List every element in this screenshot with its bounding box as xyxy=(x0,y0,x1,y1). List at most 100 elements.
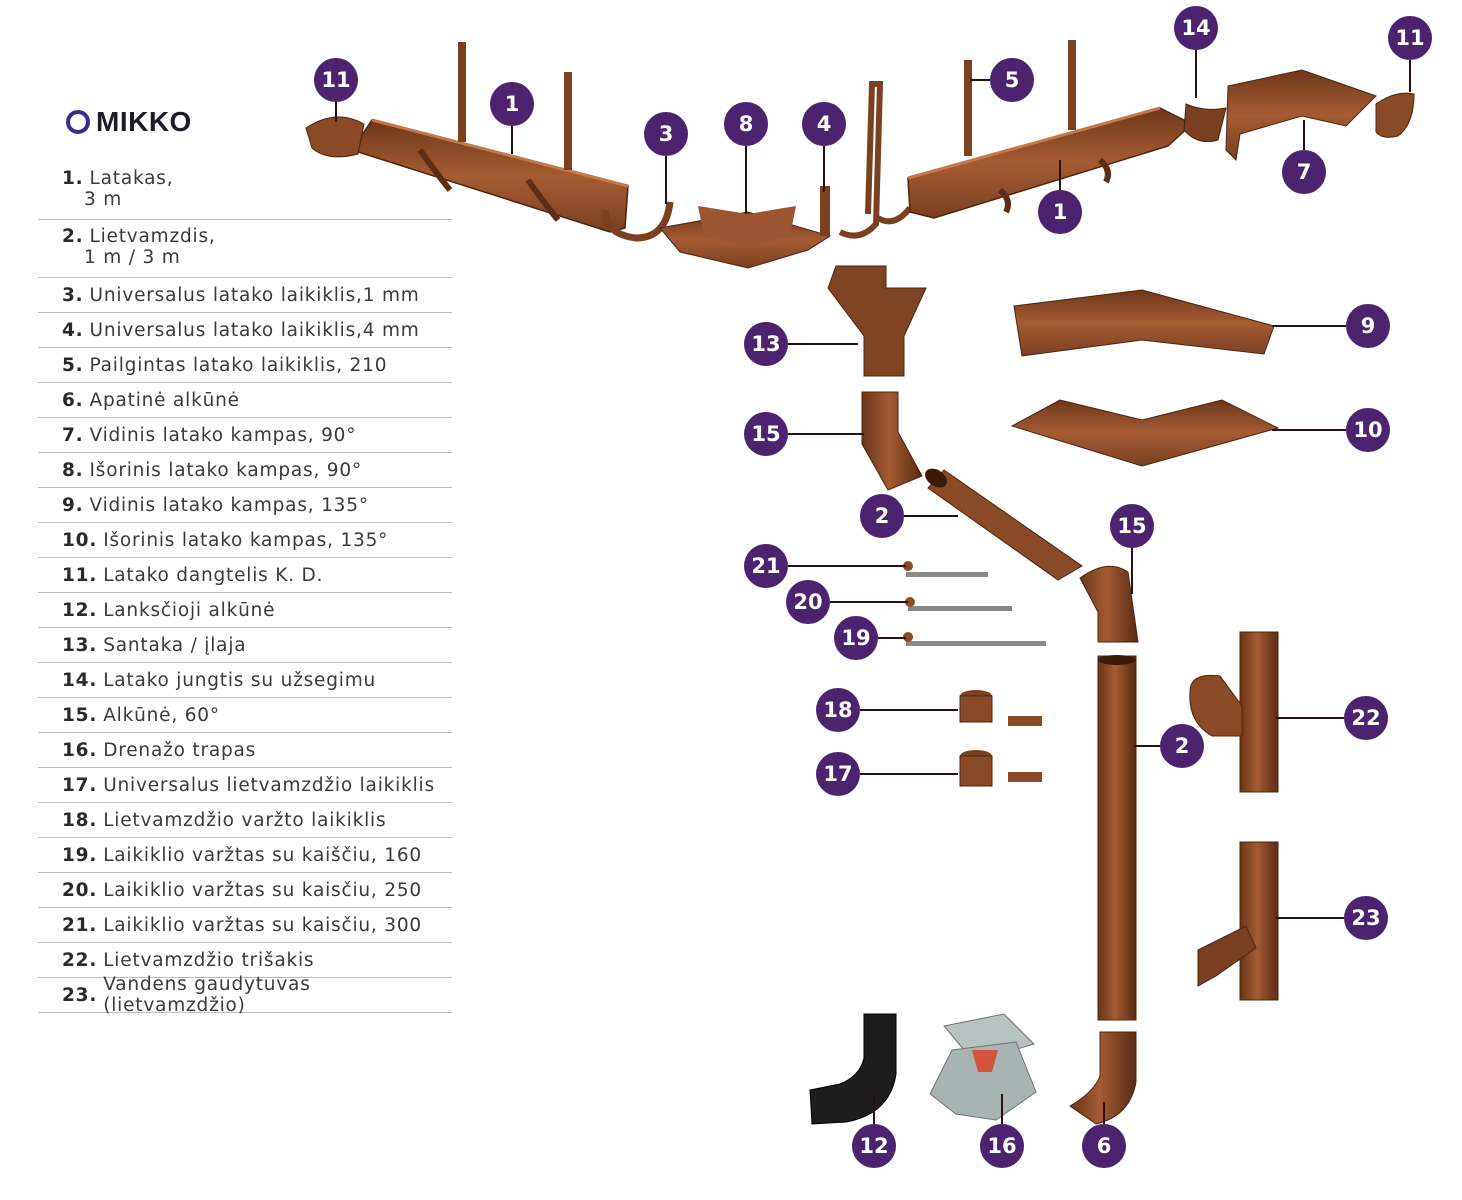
svg-text:11: 11 xyxy=(321,68,350,92)
svg-text:7: 7 xyxy=(1297,160,1312,184)
badge: 10 xyxy=(1346,408,1390,452)
gutter-connector xyxy=(1183,103,1227,143)
badge: 11 xyxy=(314,58,358,102)
parts-legend: 1.Latakas,3 m 2.Lietvamzdis,1 m / 3 m 3.… xyxy=(38,162,452,1016)
badge: 1 xyxy=(490,82,534,126)
downpipe-diagonal xyxy=(927,469,1083,581)
badge: 2 xyxy=(860,494,904,538)
svg-text:9: 9 xyxy=(1361,314,1376,338)
inner-corner-90 xyxy=(1225,69,1377,162)
gutter-right xyxy=(907,40,1194,219)
badge: 3 xyxy=(644,112,688,156)
gutter-outlet xyxy=(827,265,927,377)
logo-ring-icon xyxy=(66,110,90,134)
svg-text:1: 1 xyxy=(1053,200,1068,224)
badge: 7 xyxy=(1282,150,1326,194)
legend-item: 15.Alkūnė, 60° xyxy=(38,698,452,733)
legend-item: 10.Išorinis latako kampas, 135° xyxy=(38,523,452,558)
svg-text:5: 5 xyxy=(1005,68,1020,92)
legend-item: 23.Vandens gaudytuvas (lietvamzdžio) xyxy=(38,974,452,1016)
badge: 2 xyxy=(1160,724,1204,768)
legend-item: 2.Lietvamzdis,1 m / 3 m xyxy=(38,220,452,278)
badge: 21 xyxy=(744,544,788,588)
badge: 11 xyxy=(1388,16,1432,60)
svg-text:3: 3 xyxy=(659,122,674,146)
badge: 8 xyxy=(724,102,768,146)
bolt-250 xyxy=(905,597,1012,611)
rain-water-collector xyxy=(1197,841,1279,1001)
legend-item: 4.Universalus latako laikiklis,4 mm xyxy=(38,313,452,348)
legend-item: 13.Santaka / įlaja xyxy=(38,628,452,663)
svg-text:2: 2 xyxy=(1175,734,1190,758)
badge: 6 xyxy=(1082,1124,1126,1168)
end-cap-left xyxy=(305,116,365,158)
elbow-60-top xyxy=(861,391,923,491)
inner-corner-135 xyxy=(1013,289,1275,357)
legend-item: 18.Lietvamzdžio varžto laikiklis xyxy=(38,803,452,838)
badge: 15 xyxy=(744,412,788,456)
legend-item: 6.Apatinė alkūnė xyxy=(38,383,452,418)
legend-item: 20.Laikiklio varžtas su kaisčiu, 250 xyxy=(38,873,452,908)
legend-item: 14.Latako jungtis su užsegimu xyxy=(38,663,452,698)
svg-text:17: 17 xyxy=(823,762,852,786)
flexible-elbow xyxy=(809,1013,897,1125)
brand-name: MIKKO xyxy=(96,106,192,137)
badge: 15 xyxy=(1110,504,1154,548)
svg-text:14: 14 xyxy=(1181,16,1210,40)
gutter-left xyxy=(350,42,629,233)
svg-text:18: 18 xyxy=(823,698,852,722)
legend-item: 16.Drenažo trapas xyxy=(38,733,452,768)
svg-text:6: 6 xyxy=(1097,1134,1112,1158)
svg-text:10: 10 xyxy=(1353,418,1382,442)
legend-item: 12.Lanksčioji alkūnė xyxy=(38,593,452,628)
svg-text:15: 15 xyxy=(1117,514,1146,538)
badge: 9 xyxy=(1346,304,1390,348)
svg-text:4: 4 xyxy=(817,112,832,136)
legend-item: 9.Vidinis latako kampas, 135° xyxy=(38,488,452,523)
svg-text:12: 12 xyxy=(859,1134,888,1158)
badge: 18 xyxy=(816,688,860,732)
svg-text:22: 22 xyxy=(1351,706,1380,730)
badge: 1 xyxy=(1038,190,1082,234)
legend-item: 3.Universalus latako laikiklis,1 mm xyxy=(38,278,452,313)
hanger-3 xyxy=(602,201,674,242)
bolt-300 xyxy=(903,561,988,577)
downpipe-vertical xyxy=(1097,655,1137,1021)
legend-item: 8.Išorinis latako kampas, 90° xyxy=(38,453,452,488)
svg-text:21: 21 xyxy=(751,554,780,578)
badge: 4 xyxy=(802,102,846,146)
drain-trap xyxy=(929,1013,1037,1121)
downpipe-tee xyxy=(1189,631,1279,793)
legend-item: 1.Latakas,3 m xyxy=(38,162,452,220)
badge: 5 xyxy=(990,58,1034,102)
svg-text:19: 19 xyxy=(841,626,870,650)
legend-item: 5.Pailgintas latako laikiklis, 210 xyxy=(38,348,452,383)
badge: 17 xyxy=(816,752,860,796)
legend-item: 19.Laikiklio varžtas su kaiščiu, 160 xyxy=(38,838,452,873)
badge: 23 xyxy=(1344,896,1388,940)
legend-item: 11.Latako dangtelis K. D. xyxy=(38,558,452,593)
badge: 12 xyxy=(852,1124,896,1168)
svg-text:8: 8 xyxy=(739,112,754,136)
end-cap-right xyxy=(1375,92,1415,138)
svg-text:15: 15 xyxy=(751,422,780,446)
badge: 22 xyxy=(1344,696,1388,740)
leader-lines xyxy=(335,50,1411,1126)
svg-text:23: 23 xyxy=(1351,906,1380,930)
badge: 13 xyxy=(744,322,788,366)
svg-text:2: 2 xyxy=(875,504,890,528)
svg-text:20: 20 xyxy=(793,590,822,614)
legend-item: 7.Vidinis latako kampas, 90° xyxy=(38,418,452,453)
legend-item: 22.Lietvamzdžio trišakis xyxy=(38,943,452,978)
universal-pipe-bracket xyxy=(959,750,1042,787)
brand-logo: MIKKO xyxy=(66,106,192,138)
badge: 19 xyxy=(834,616,878,660)
pipe-bolt-bracket xyxy=(959,690,1042,726)
legend-item: 21.Laikiklio varžtas su kaisčiu, 300 xyxy=(38,908,452,943)
hanger-4 xyxy=(820,186,830,236)
badge: 20 xyxy=(786,580,830,624)
bolt-160 xyxy=(903,632,1046,646)
svg-text:11: 11 xyxy=(1395,26,1424,50)
svg-text:13: 13 xyxy=(751,332,780,356)
